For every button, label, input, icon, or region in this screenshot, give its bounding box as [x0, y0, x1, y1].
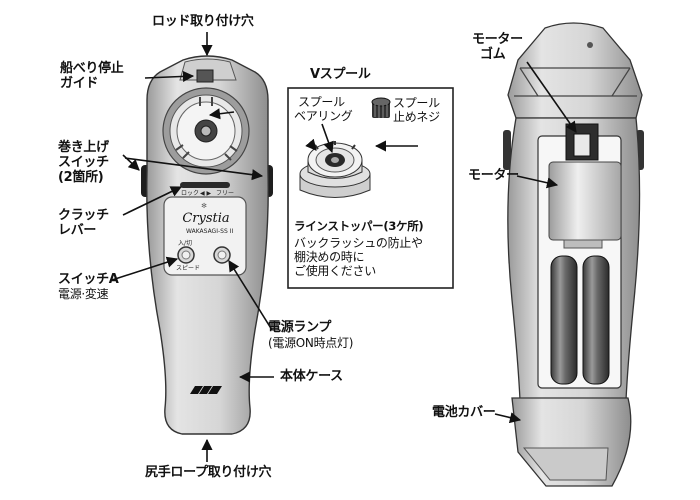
inset-screw: [371, 97, 391, 118]
label-motor-rubber-1: モーター: [472, 32, 523, 47]
brand-text: Crystia: [182, 211, 230, 226]
btn-power-text: 入/切: [178, 240, 193, 247]
label-spool-screw-2: 止めネジ: [393, 110, 440, 124]
label-rope-hole: 尻手ロープ取り付け穴: [145, 465, 272, 480]
label-spool-bearing-2: ベアリング: [294, 109, 353, 123]
label-line-stopper-desc-3: ご使用ください: [294, 264, 376, 278]
daiwa-logo: [190, 386, 222, 394]
label-wind-switch-1: 巻き上げ: [58, 140, 109, 155]
clutch-free-text: フリー: [216, 190, 235, 197]
label-wind-switch-2: スイッチ: [58, 155, 109, 170]
stop-guide: [196, 69, 214, 83]
battery-right: [582, 255, 610, 385]
label-spool-screw-1: スプール: [393, 96, 440, 110]
label-switch-a-sub: 電源·変速: [58, 287, 109, 301]
label-stop-guide-1: 船べり停止: [60, 61, 124, 76]
label-line-stopper-desc-2: 棚決めの時に: [294, 250, 365, 264]
clutch-lock-text: ロック: [181, 190, 200, 197]
label-v-spool: Vスプール: [310, 67, 371, 82]
label-line-stopper: ラインストッパー(3ケ所): [294, 219, 424, 233]
label-clutch-1: クラッチ: [58, 208, 109, 223]
label-stop-guide-2: ガイド: [60, 76, 99, 91]
label-battery-cover: 電池カバー: [432, 405, 496, 420]
label-power-lamp-sub: (電源ON時点灯): [268, 336, 354, 350]
inset-spool: [299, 141, 371, 198]
label-motor-rubber-2: ゴム: [480, 47, 506, 62]
back-top: [507, 22, 643, 119]
battery-left: [550, 255, 578, 385]
motor: [548, 161, 622, 241]
svg-text:✻: ✻: [201, 202, 207, 210]
model-text: WAKASAGI-SS II: [186, 228, 234, 235]
back-view: [503, 22, 644, 487]
label-power-lamp: 電源ランプ: [268, 320, 332, 335]
label-line-stopper-desc-1: バックラッシュの防止や: [294, 236, 423, 250]
label-spool-bearing-1: スプール: [298, 95, 345, 109]
label-rod-hole: ロッド取り付け穴: [152, 14, 254, 29]
label-clutch-2: レバー: [58, 223, 97, 238]
label-motor: モーター: [468, 168, 519, 183]
leader-lines: [111, 32, 577, 462]
front-view: ✻: [141, 55, 273, 435]
label-switch-a: スイッチA: [58, 272, 119, 287]
clutch-arrow-text: ◀ ▶: [200, 190, 212, 197]
label-wind-switch-3: (2箇所): [58, 170, 104, 185]
btn-speed-text: スピード: [176, 265, 201, 272]
label-body-case: 本体ケース: [280, 369, 343, 384]
clutch-lever: [180, 182, 230, 188]
